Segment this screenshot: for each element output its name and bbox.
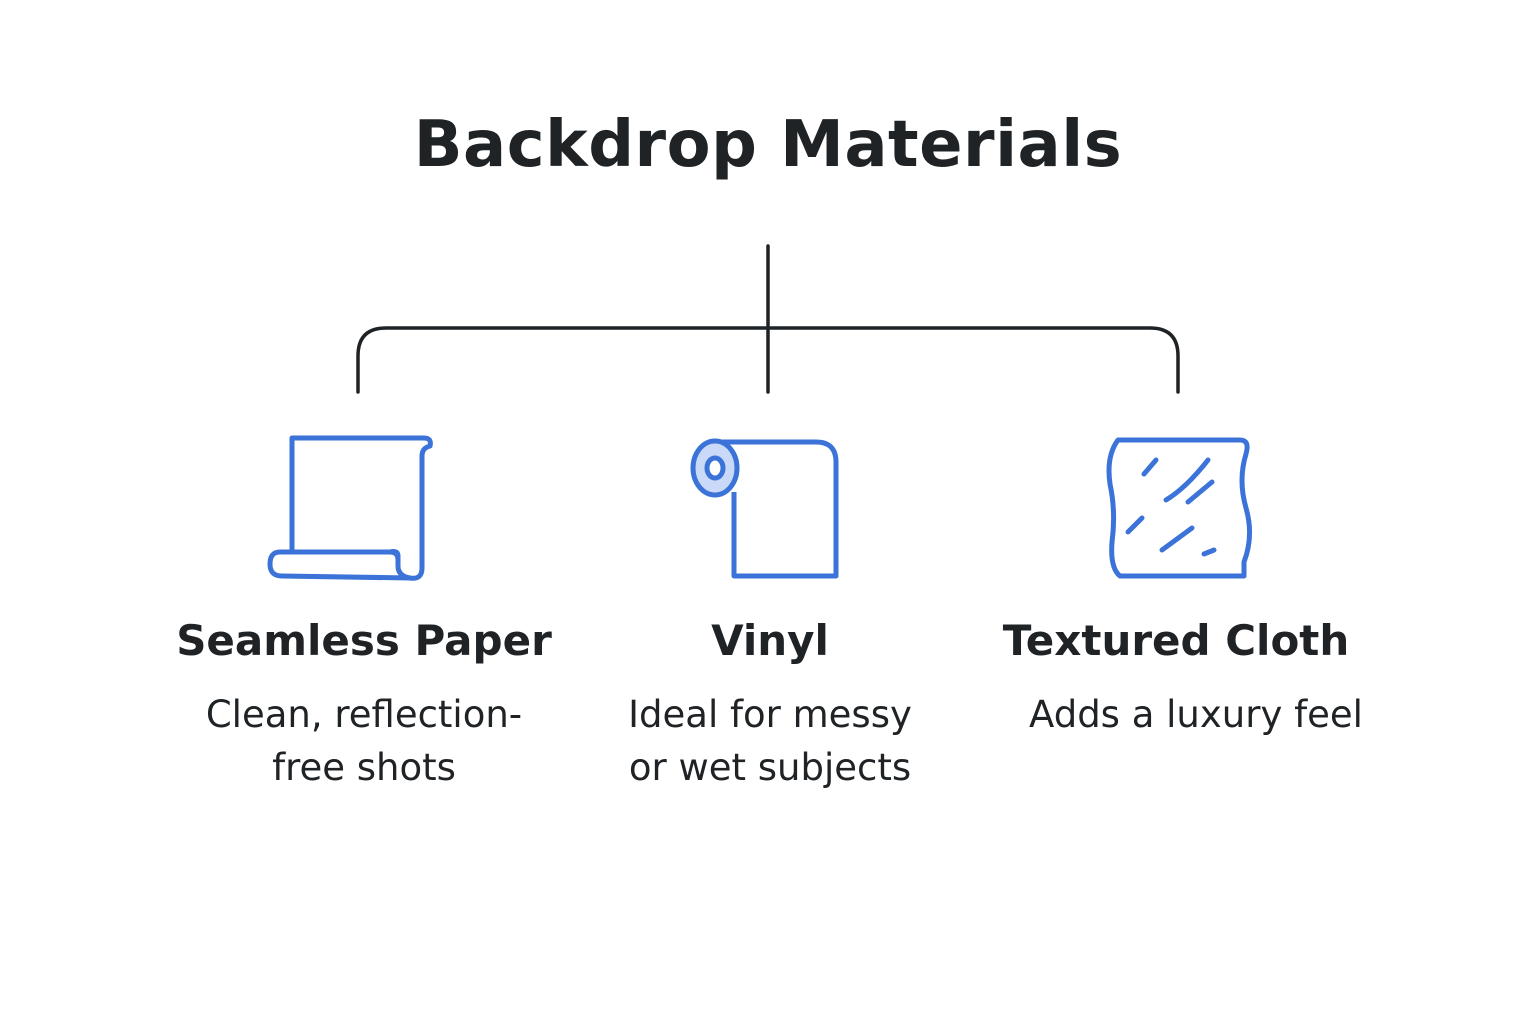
diagram-title: Backdrop Materials [413, 108, 1123, 182]
item-name-textured-cloth: Textured Cloth [1002, 616, 1350, 665]
item-name-seamless-paper: Seamless Paper [176, 616, 552, 665]
item-desc-textured-cloth: Adds a luxury feel [1029, 693, 1363, 736]
item-desc-vinyl: Ideal for messy or wet subjects [628, 693, 912, 789]
textured-cloth-icon [1106, 437, 1252, 579]
connector-bracket [356, 326, 1180, 394]
vinyl-roll-icon [690, 438, 839, 579]
item-name-vinyl: Vinyl [711, 616, 829, 665]
item-desc-seamless-paper: Clean, reflection- free shots [205, 693, 523, 789]
scroll-paper-icon [267, 435, 433, 581]
